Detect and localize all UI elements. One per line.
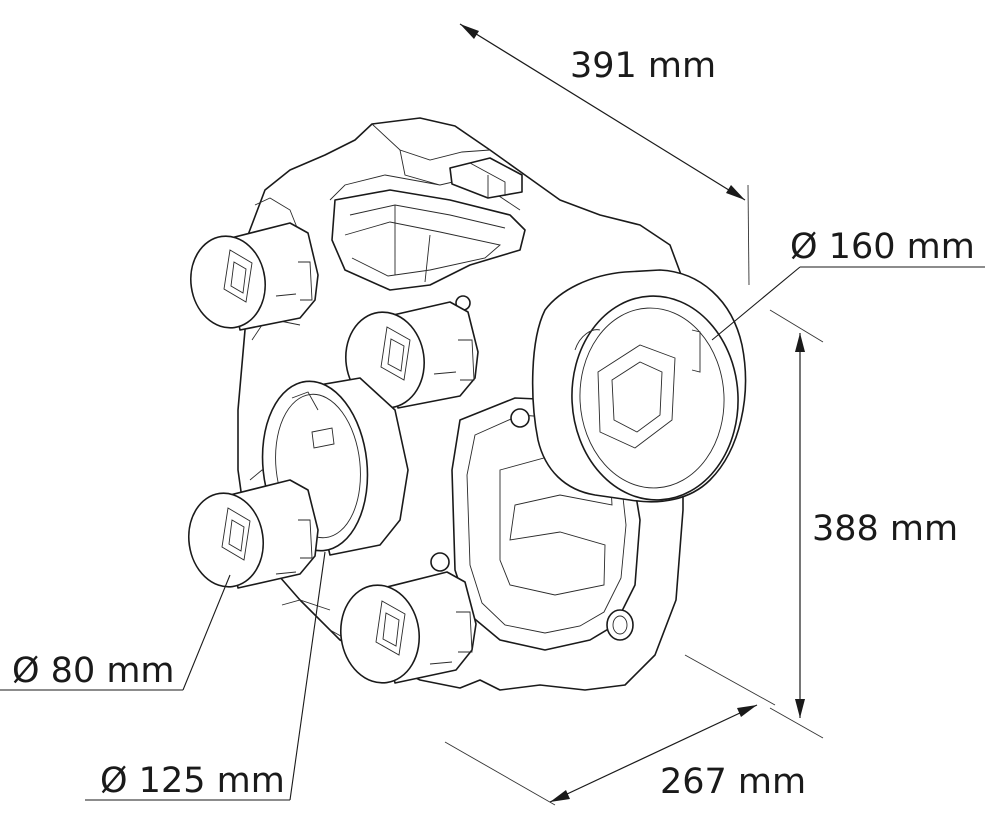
port-80-bl-face bbox=[187, 492, 265, 588]
port-80-tl-clip bbox=[275, 261, 313, 301]
port-80-bm-face bbox=[339, 584, 421, 684]
dimension-depth: 267 mm bbox=[444, 654, 806, 806]
dimension-depth-line bbox=[549, 704, 758, 803]
dimension-depth-arrow-start bbox=[550, 790, 570, 802]
housing-latch-detail bbox=[469, 162, 506, 198]
port-80-bm-clip bbox=[429, 611, 473, 665]
port-80-bl-clip bbox=[275, 519, 313, 575]
housing-top-channel bbox=[331, 189, 526, 291]
dimension-depth-label: 267 mm bbox=[660, 762, 806, 802]
port-80-tl-face bbox=[190, 235, 266, 329]
port-80-bl-damper bbox=[221, 507, 251, 561]
main-outlet-damper bbox=[597, 344, 676, 449]
dimension-main-outlet-leader bbox=[711, 266, 801, 341]
dimension-width-arrow-end bbox=[726, 185, 745, 200]
dimension-main-outlet: Ø 160 mm bbox=[711, 227, 985, 341]
port-80-mid-clip bbox=[433, 339, 475, 381]
port-80-bm-damper bbox=[375, 600, 406, 656]
dimension-width-line bbox=[459, 23, 746, 201]
main-outlet-inner bbox=[579, 307, 725, 489]
housing-screw-hole-top bbox=[510, 408, 530, 428]
dimension-main-outlet-label: Ø 160 mm bbox=[790, 227, 975, 267]
housing-latch bbox=[449, 157, 523, 199]
dimension-small-port-label: Ø 80 mm bbox=[12, 651, 175, 691]
dimension-small-port-leader bbox=[182, 574, 231, 691]
dimension-height-arrow-bottom bbox=[795, 699, 805, 718]
housing-drain-plug-inner bbox=[612, 615, 628, 635]
dimension-height-extension-bottom bbox=[769, 707, 824, 739]
dimension-width-label: 391 mm bbox=[570, 46, 716, 86]
dimension-height: 388 mm bbox=[769, 309, 958, 739]
dimension-width-extension bbox=[747, 184, 750, 286]
port-125-clip bbox=[291, 391, 335, 449]
housing-drain-plug bbox=[606, 609, 634, 641]
port-80-bottom-middle bbox=[339, 571, 477, 684]
dimension-medium-port-leader bbox=[289, 551, 326, 801]
dimension-medium-port: Ø 125 mm bbox=[85, 551, 326, 801]
dimension-height-label: 388 mm bbox=[812, 509, 958, 549]
dimension-medium-port-label: Ø 125 mm bbox=[100, 761, 285, 801]
dimension-width-arrow-start bbox=[460, 24, 479, 39]
port-80-bottom-left bbox=[187, 479, 319, 589]
port-80-top-left bbox=[190, 222, 319, 331]
dimension-width: 391 mm bbox=[459, 23, 750, 286]
dimension-small-port: Ø 80 mm bbox=[0, 574, 231, 691]
dimension-depth-extension-right bbox=[684, 654, 776, 706]
dimension-depth-arrow-end bbox=[737, 705, 757, 717]
dimension-height-arrow-top bbox=[795, 333, 805, 352]
dimension-height-extension-top bbox=[769, 309, 824, 343]
port-80-tl-damper bbox=[223, 249, 253, 303]
main-outlet-clip bbox=[574, 329, 701, 373]
main-outlet-rim bbox=[571, 295, 739, 501]
main-outlet-pipe bbox=[531, 269, 747, 503]
port-125-inner bbox=[275, 393, 361, 539]
port-80-mid-damper bbox=[380, 326, 411, 381]
housing-top-channel-detail bbox=[344, 204, 506, 283]
dimension-depth-extension-left bbox=[444, 741, 556, 806]
housing-screw-hole-bottom bbox=[430, 552, 450, 572]
